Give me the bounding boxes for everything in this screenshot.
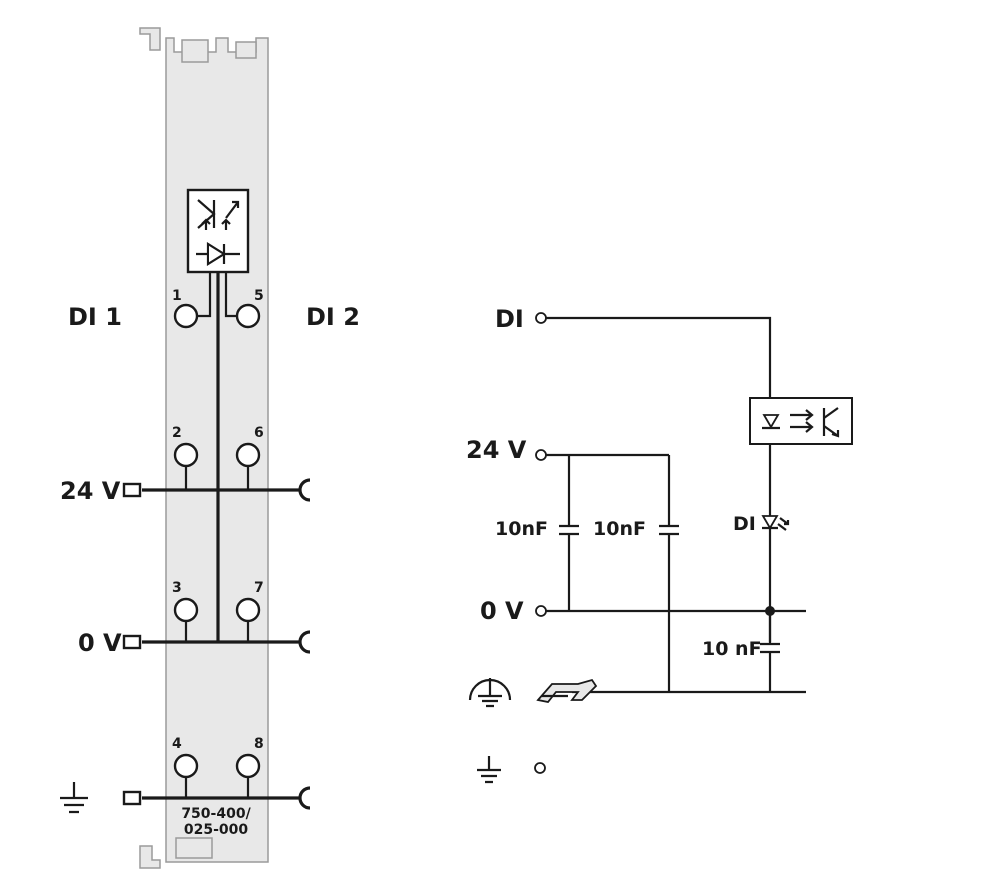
terminal-number-5: 5 <box>254 288 264 304</box>
label-24v-left: 24 V <box>60 477 121 505</box>
terminal-number-2: 2 <box>172 425 182 441</box>
schematic-ground-terminal <box>534 762 546 774</box>
contact-pe-left <box>122 790 142 806</box>
terminal-number-6: 6 <box>254 425 264 441</box>
capacitor-label-3: 10 nF <box>702 638 762 660</box>
terminal-number-8: 8 <box>254 736 264 752</box>
label-0v-left: 0 V <box>78 629 122 657</box>
module-top-latch <box>139 27 257 63</box>
contact-pe-right <box>298 786 311 810</box>
schematic-0v-terminal <box>535 605 547 617</box>
label-di2: DI 2 <box>306 303 360 331</box>
terminal-number-7: 7 <box>254 580 264 596</box>
schematic-di-label: DI <box>495 305 524 333</box>
part-number-line-2: 025-000 <box>184 822 249 838</box>
capacitor-label-2: 10nF <box>593 518 646 540</box>
terminal-8 <box>235 753 261 779</box>
schematic-24v-label: 24 V <box>466 436 527 464</box>
terminal-4 <box>173 753 199 779</box>
capacitor-label-1: 10nF <box>495 518 548 540</box>
terminal-5 <box>235 303 261 329</box>
capacitor-icon <box>659 455 679 692</box>
terminal-1 <box>173 303 199 329</box>
module-bottom-latch <box>139 837 213 869</box>
ground-icon <box>60 782 88 814</box>
terminal-6 <box>235 442 261 468</box>
optocoupler-icon <box>749 397 853 445</box>
ground-icon <box>477 756 501 784</box>
internal-lead-di2 <box>224 272 238 318</box>
contact-24v-right <box>298 478 311 502</box>
optocoupler-icon <box>186 188 250 274</box>
schematic-led-label: DI <box>733 513 756 535</box>
contact-24v-left <box>122 482 142 498</box>
terminal-7 <box>235 597 261 623</box>
led-icon <box>761 515 790 531</box>
terminal-2 <box>173 442 199 468</box>
schematic-24v-terminal <box>535 449 547 461</box>
internal-lead-di1 <box>197 272 212 318</box>
protective-earth-icon <box>468 678 512 708</box>
capacitor-icon <box>760 611 780 692</box>
schematic-di-terminal <box>535 312 547 324</box>
capacitor-icon <box>559 455 579 611</box>
io-module: DI 1 DI 2 1 5 2 6 3 7 4 8 24 V 0 V 750-4… <box>60 27 360 869</box>
terminal-number-3: 3 <box>172 580 182 596</box>
terminal-number-4: 4 <box>172 736 182 752</box>
contact-0v-right <box>298 630 311 654</box>
terminal-number-1: 1 <box>172 288 182 304</box>
label-di1: DI 1 <box>68 303 122 331</box>
schematic-0v-label: 0 V <box>480 597 524 625</box>
contact-0v-left <box>122 634 142 650</box>
terminal-3 <box>173 597 199 623</box>
input-schematic: DI DI 24 V 10nF 10nF <box>466 305 853 784</box>
din-rail-icon <box>536 678 598 703</box>
part-number-line-1: 750-400/ <box>181 806 251 822</box>
